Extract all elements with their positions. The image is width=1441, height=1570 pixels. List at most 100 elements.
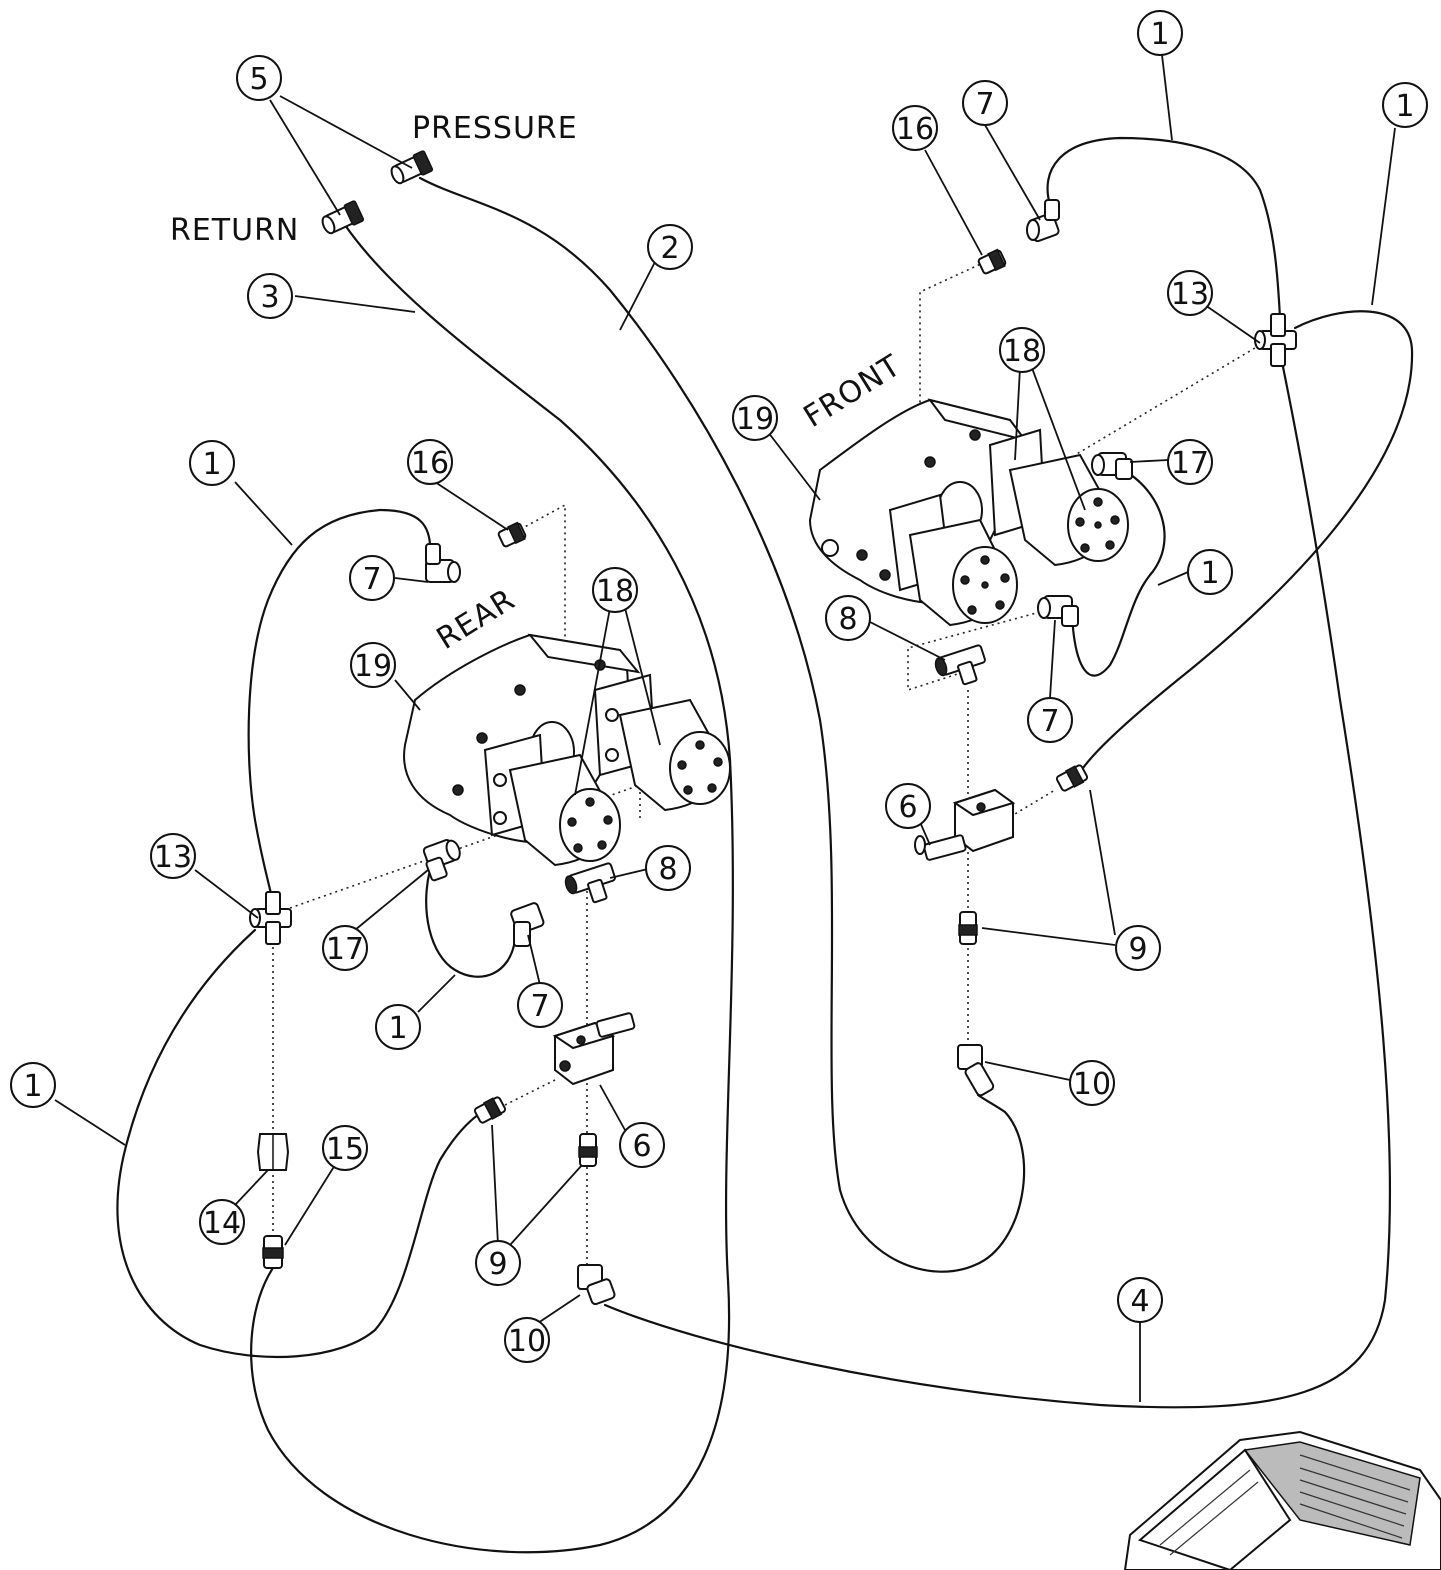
callout-balloon-17-rear: 17 bbox=[322, 925, 368, 971]
balloon-circle bbox=[1137, 10, 1183, 56]
callout-balloon-top-1a: 1 bbox=[1137, 10, 1183, 56]
balloon-circle bbox=[236, 55, 282, 101]
balloon-circle bbox=[645, 845, 691, 891]
label-pressure: PRESSURE bbox=[412, 111, 578, 146]
hose-3-return bbox=[250, 223, 734, 1554]
elbow-17-front bbox=[1091, 452, 1133, 480]
leader-lines bbox=[54, 54, 1396, 1402]
motor-assembly-rear bbox=[403, 633, 731, 867]
balloon-number: 19 bbox=[736, 402, 774, 437]
balloon-circle bbox=[1027, 697, 1073, 743]
hose-2-pressure bbox=[418, 176, 1026, 1273]
balloon-circle bbox=[407, 439, 453, 485]
callout-balloon-8-rear: 8 bbox=[645, 845, 691, 891]
balloon-number: 18 bbox=[596, 574, 634, 609]
callout-balloon-9-front: 9 bbox=[1115, 925, 1161, 971]
balloon-number: 17 bbox=[1171, 446, 1209, 481]
balloon-number: 1 bbox=[1395, 89, 1414, 124]
balloon-circle bbox=[592, 567, 638, 613]
balloon-number: 17 bbox=[326, 932, 364, 967]
balloon-circle bbox=[517, 982, 563, 1028]
label-return: RETURN bbox=[170, 213, 299, 248]
assembly-line bbox=[1004, 789, 1056, 821]
callout-balloon-7-rear-bottom: 7 bbox=[517, 982, 563, 1028]
callout-balloon-13-rear: 13 bbox=[150, 833, 196, 879]
assembly-line bbox=[504, 1079, 556, 1106]
balloon-number: 8 bbox=[838, 602, 857, 637]
callout-balloon-6-rear: 6 bbox=[619, 1122, 665, 1168]
balloon-number: 9 bbox=[488, 1247, 507, 1282]
balloon-circle bbox=[1117, 1277, 1163, 1323]
balloon-circle bbox=[825, 595, 871, 641]
callout-balloon-4: 4 bbox=[1117, 1277, 1163, 1323]
tee-8-rear bbox=[564, 862, 616, 904]
assembly-line bbox=[1074, 344, 1261, 456]
callout-balloon-3: 3 bbox=[247, 273, 293, 319]
callout-balloon-8-front: 8 bbox=[825, 595, 871, 641]
valve-block-6-front bbox=[914, 788, 1016, 861]
balloon-number: 16 bbox=[411, 446, 449, 481]
balloon-circle bbox=[962, 80, 1008, 126]
balloon-circle bbox=[1115, 925, 1161, 971]
elbow-10-front bbox=[957, 1044, 995, 1097]
hose-1-rear-top bbox=[247, 508, 432, 900]
callout-balloon-7-front-top: 7 bbox=[962, 80, 1008, 126]
callout-balloon-9-rear: 9 bbox=[475, 1240, 521, 1286]
callout-balloon-17-front: 17 bbox=[1167, 439, 1213, 485]
callout-balloon-6-front: 6 bbox=[885, 783, 931, 829]
elbow-7-rear-bottom bbox=[510, 902, 545, 947]
callout-balloon-7-front-bottom: 7 bbox=[1027, 697, 1073, 743]
balloon-circle bbox=[619, 1122, 665, 1168]
balloon-circle bbox=[322, 925, 368, 971]
balloon-number: 6 bbox=[898, 790, 917, 825]
balloon-circle bbox=[1069, 1060, 1115, 1106]
balloon-circle bbox=[322, 1125, 368, 1171]
balloon-circle bbox=[189, 440, 235, 486]
callout-balloon-19-front: 19 bbox=[732, 395, 778, 441]
balloon-circle bbox=[199, 1199, 245, 1245]
callout-balloon-18-front: 18 bbox=[999, 327, 1045, 373]
balloon-number: 3 bbox=[260, 280, 279, 315]
elbow-17-rear bbox=[422, 839, 461, 882]
balloon-number: 19 bbox=[354, 649, 392, 684]
callout-balloon-top-1b: 1 bbox=[1382, 82, 1428, 128]
balloon-circle bbox=[475, 1240, 521, 1286]
balloon-number: 1 bbox=[202, 447, 221, 482]
callout-balloon-19-rear: 19 bbox=[350, 642, 396, 688]
hose-1-rear-mid bbox=[425, 868, 517, 978]
balloon-number: 5 bbox=[249, 62, 268, 97]
balloon-number: 8 bbox=[658, 852, 677, 887]
balloon-number: 2 bbox=[660, 231, 679, 266]
callout-balloon-2: 2 bbox=[647, 224, 693, 270]
balloon-number: 7 bbox=[362, 562, 381, 597]
motor-assembly-front bbox=[808, 398, 1129, 627]
balloon-number: 13 bbox=[1171, 277, 1209, 312]
balloon-number: 10 bbox=[508, 1324, 546, 1359]
hose-1-front-side bbox=[1070, 468, 1166, 677]
fitting-9-front-lower bbox=[958, 911, 978, 945]
balloon-circle bbox=[504, 1317, 550, 1363]
balloon-circle bbox=[892, 105, 938, 151]
balloon-number: 10 bbox=[1073, 1067, 1111, 1102]
balloon-circle bbox=[247, 273, 293, 319]
callout-balloon-16-rear: 16 bbox=[407, 439, 453, 485]
callout-balloon-10-front: 10 bbox=[1069, 1060, 1115, 1106]
balloon-number: 18 bbox=[1003, 334, 1041, 369]
tee-13-front bbox=[1254, 313, 1297, 367]
balloon-circle bbox=[1187, 549, 1233, 595]
balloon-circle bbox=[350, 642, 396, 688]
callout-balloon-18-rear: 18 bbox=[592, 567, 638, 613]
elbow-7-front-bottom bbox=[1037, 595, 1079, 627]
balloon-circle bbox=[647, 224, 693, 270]
balloon-number: 14 bbox=[203, 1206, 241, 1241]
assembly-line bbox=[919, 261, 986, 420]
balloon-circle bbox=[1167, 270, 1213, 316]
callout-balloon-1-left: 1 bbox=[10, 1062, 56, 1108]
front-motor-lower bbox=[888, 493, 1018, 627]
callout-balloon-1-rear-mid: 1 bbox=[375, 1004, 421, 1050]
balloon-circle bbox=[885, 783, 931, 829]
callout-balloon-7-rear-top: 7 bbox=[349, 555, 395, 601]
callout-balloon-1-front-right: 1 bbox=[1187, 549, 1233, 595]
